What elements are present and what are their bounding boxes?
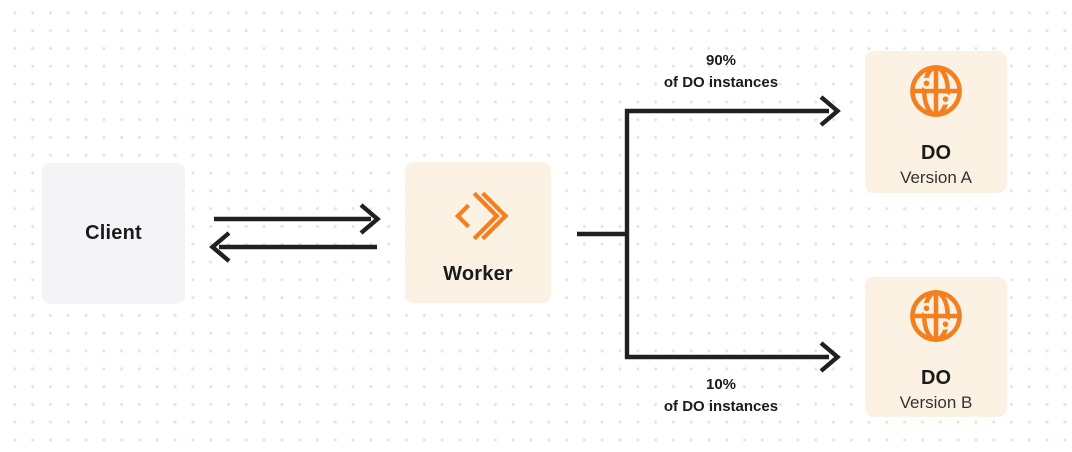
do-a-title: DO bbox=[921, 141, 951, 164]
workers-chevrons-icon bbox=[454, 191, 509, 240]
arrow-to-do-version-a bbox=[819, 95, 841, 127]
do-b-title: DO bbox=[921, 366, 951, 389]
globe-icon bbox=[910, 64, 962, 117]
globe-icon bbox=[910, 289, 962, 342]
do-a-subtitle: Version A bbox=[900, 167, 972, 187]
branch-lines bbox=[577, 108, 829, 360]
percent-90-caption: of DO instances bbox=[663, 74, 779, 91]
percent-10: 10% bbox=[705, 376, 737, 393]
arrow-worker-to-client bbox=[209, 231, 377, 263]
worker-label: Worker bbox=[443, 262, 513, 285]
do-b-subtitle: Version B bbox=[899, 392, 973, 412]
traffic-split-label-90: 90% of DO instances bbox=[646, 50, 796, 94]
traffic-split-label-10: 10% of DO instances bbox=[646, 374, 796, 418]
percent-90: 90% bbox=[705, 52, 737, 69]
worker-node: Worker bbox=[405, 162, 551, 303]
do-version-b-node: DO Version B bbox=[865, 277, 1007, 417]
client-node: Client bbox=[42, 163, 185, 304]
arrow-to-do-version-b bbox=[819, 341, 841, 373]
arrow-client-to-worker bbox=[214, 203, 381, 235]
client-label: Client bbox=[85, 222, 142, 244]
do-version-a-node: DO Version A bbox=[865, 51, 1007, 193]
percent-10-caption: of DO instances bbox=[663, 398, 779, 415]
